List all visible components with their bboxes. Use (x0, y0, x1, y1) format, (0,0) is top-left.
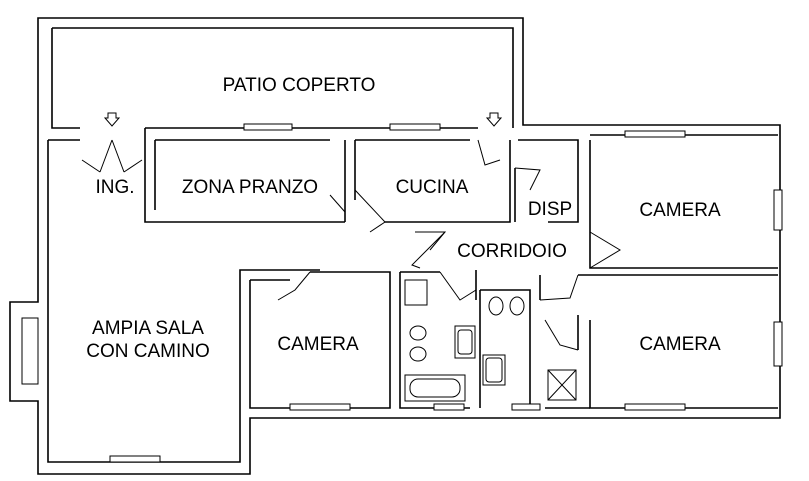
doors (81, 139, 621, 351)
label-disp: DISP (528, 199, 572, 220)
label-ingresso: ING. (95, 177, 134, 198)
label-con-camino: CON CAMINO (86, 341, 210, 362)
room-labels: PATIO COPERTO ING. ZONA PRANZO CUCINA DI… (86, 75, 721, 362)
label-cucina: CUCINA (396, 177, 469, 198)
label-camera-bottom-right: CAMERA (639, 334, 721, 355)
inner-walls (47, 127, 778, 463)
label-corridoio: CORRIDOIO (457, 241, 567, 262)
label-zona-pranzo: ZONA PRANZO (182, 177, 318, 198)
label-camera-middle: CAMERA (277, 334, 359, 355)
label-patio-coperto: PATIO COPERTO (223, 75, 376, 96)
windows (21, 123, 783, 463)
down-arrow-icon (103, 112, 503, 127)
label-camera-top-right: CAMERA (639, 200, 721, 221)
label-ampia-sala: AMPIA SALA (92, 318, 204, 339)
bathroom-fixtures (404, 279, 577, 402)
outer-walls (9, 17, 781, 475)
